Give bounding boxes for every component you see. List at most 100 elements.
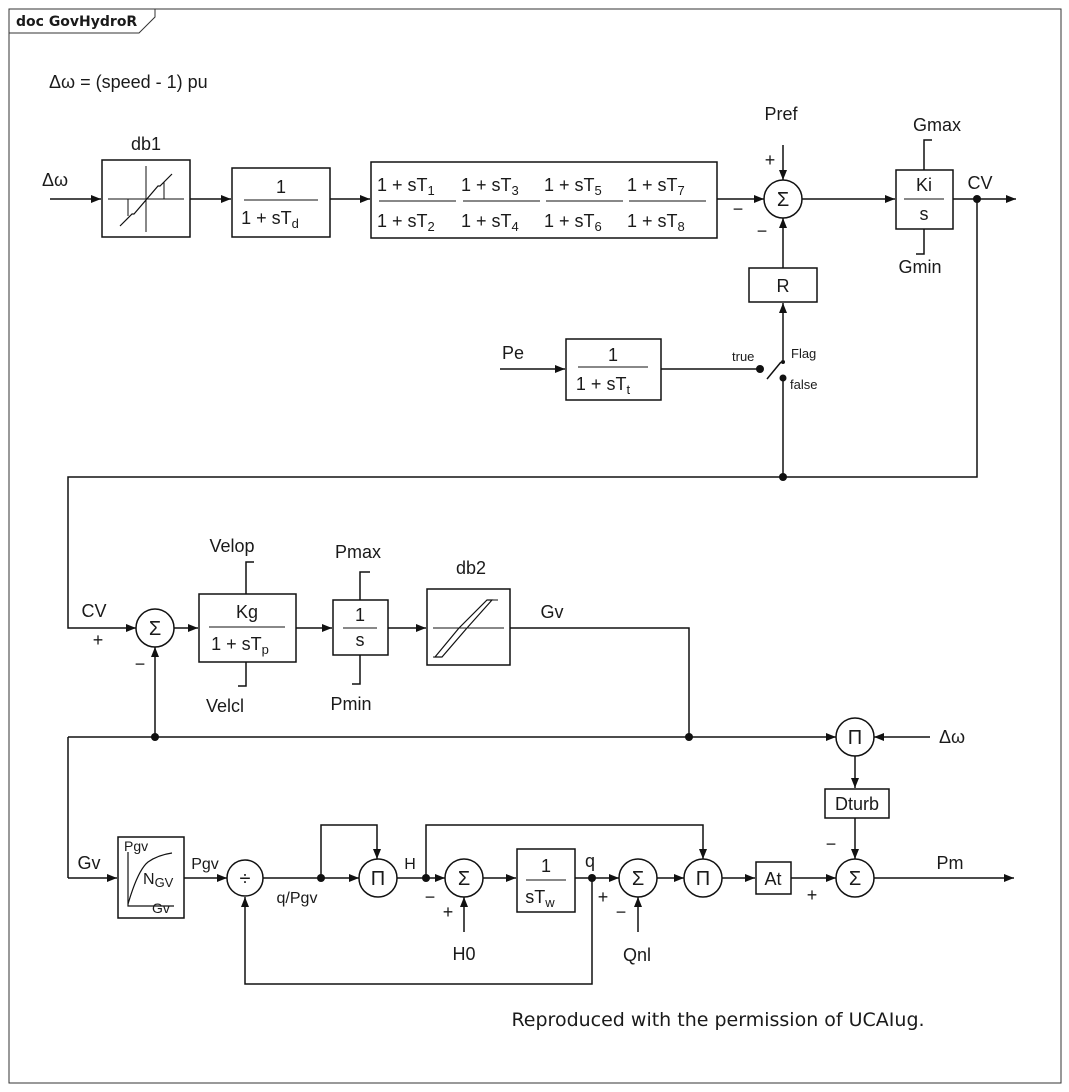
svg-text:Π: Π [848,727,862,749]
svg-text:1 + sT2: 1 + sT2 [377,211,435,234]
svg-text:1: 1 [276,177,286,197]
svg-text:Σ: Σ [458,868,470,890]
switch-true-label: true [732,349,754,364]
delta-omega-damping-label: Δω [939,727,965,747]
svg-text:Σ: Σ [777,189,789,211]
diagram-frame: doc GovHydroR [8,8,1062,1084]
junction-gv-product [685,733,693,741]
pref-label: Pref [764,104,798,124]
svg-text:1 + sTt: 1 + sTt [576,374,631,397]
svg-text:1 + sT3: 1 + sT3 [461,175,519,198]
svg-text:sTw: sTw [525,887,555,910]
svg-text:Dturb: Dturb [835,794,879,814]
svg-text:Π: Π [371,868,385,890]
gmax-label: Gmax [913,115,961,135]
gate-sum-junction: Σ − [135,608,175,674]
junction-gv-feedback [151,733,159,741]
pmin-label: Pmin [330,694,371,714]
svg-text:At: At [764,869,781,889]
r-droop-block: R [748,267,818,303]
flag-switch: true Flag false [732,346,817,392]
q-over-pgv-label: q/Pgv [277,890,318,907]
power-product-junction: Π [683,858,723,898]
permission-credit: Reproduced with the permission of UCAIug… [511,1009,924,1031]
junction-cv [973,195,981,203]
gv-minus-sign: − [135,654,146,674]
tt-filter-block: 1 1 + sTt [565,338,662,401]
svg-text:1: 1 [541,856,551,876]
switch-true-contact [756,365,764,373]
svg-text:1 + sTp: 1 + sTp [211,634,269,657]
at-plus-sign: + [807,885,818,905]
cv-input-label: CV [81,601,106,621]
gmin-label: Gmin [898,257,941,277]
svg-text:Pgv: Pgv [124,838,148,854]
junction-q [588,874,596,882]
svg-text:1 + sTd: 1 + sTd [241,208,299,231]
junction-h [422,874,430,882]
kg-block: Kg 1 + sTp [198,593,297,663]
cv-output-label: CV [967,173,992,193]
pmax-label: Pmax [335,542,381,562]
pref-plus-sign: + [765,150,776,170]
svg-text:1 + sT1: 1 + sT1 [377,175,435,198]
head-sum-junction: Σ − + [425,858,484,922]
svg-text:s: s [920,204,929,224]
db1-label: db1 [131,134,161,154]
dturb-minus-sign: − [826,834,837,854]
q-label: q [585,851,595,871]
switch-false-label: false [790,377,817,392]
svg-text:s: s [356,630,365,650]
ki-integrator-block: Ki s [895,169,954,230]
r-minus-sign: − [757,221,768,241]
pgv-label: Pgv [191,856,219,873]
at-gain-block: At [755,861,792,895]
svg-text:Ki: Ki [916,175,932,195]
svg-text:Kg: Kg [236,602,258,622]
svg-text:NGV: NGV [143,871,174,890]
gv-input-label: Gv [77,853,100,873]
qnl-minus-sign: − [616,902,627,922]
output-sum-junction: Σ [835,858,875,898]
svg-text:Σ: Σ [149,618,161,640]
junction-qpgv [317,874,325,882]
svg-text:Π: Π [696,868,710,890]
pe-label: Pe [502,343,524,363]
svg-text:÷: ÷ [240,868,251,890]
h0-label: H0 [452,944,475,964]
signal-wires [50,139,1016,985]
velop-label: Velop [209,536,254,556]
pm-output-label: Pm [937,853,964,873]
cv-plus-sign: + [93,630,104,650]
svg-text:R: R [777,276,790,296]
lead-lag-block: 1 + sT1 1 + sT2 1 + sT3 1 + sT4 1 + sT5 … [370,161,718,239]
flow-sum-junction: Σ + − [598,858,658,922]
svg-text:1 + sT8: 1 + sT8 [627,211,685,234]
svg-text:1: 1 [608,345,618,365]
switch-flag-label: Flag [791,346,816,361]
dturb-block: Dturb [824,788,890,819]
svg-text:1 + sT7: 1 + sT7 [627,175,685,198]
junction-dots [151,195,981,882]
velcl-label: Velcl [206,696,244,716]
td-filter-block: 1 1 + sTd [231,167,331,238]
switch-false-contact [779,374,787,382]
switch-common-contact [781,360,785,364]
qnl-label: Qnl [623,945,651,965]
svg-text:Σ: Σ [632,868,644,890]
divide-junction: ÷ [226,859,264,897]
svg-text:1 + sT6: 1 + sT6 [544,211,602,234]
speed-sum-junction: Σ + − − [733,150,803,241]
h0-plus-sign: + [443,902,454,922]
delta-omega-input-label: Δω [42,170,68,190]
leadlag-minus-sign: − [733,199,744,219]
gv-output-label: Gv [540,602,563,622]
db2-label: db2 [456,558,486,578]
ngv-nonlinear-block: Pgv NGV Gv [117,836,185,919]
delta-omega-definition: Δω = (speed - 1) pu [49,72,208,92]
svg-text:Gv: Gv [152,900,170,916]
db2-backlash-block [426,588,511,666]
tw-integrator-block: 1 sTw [516,848,576,913]
h-label: H [404,856,416,873]
